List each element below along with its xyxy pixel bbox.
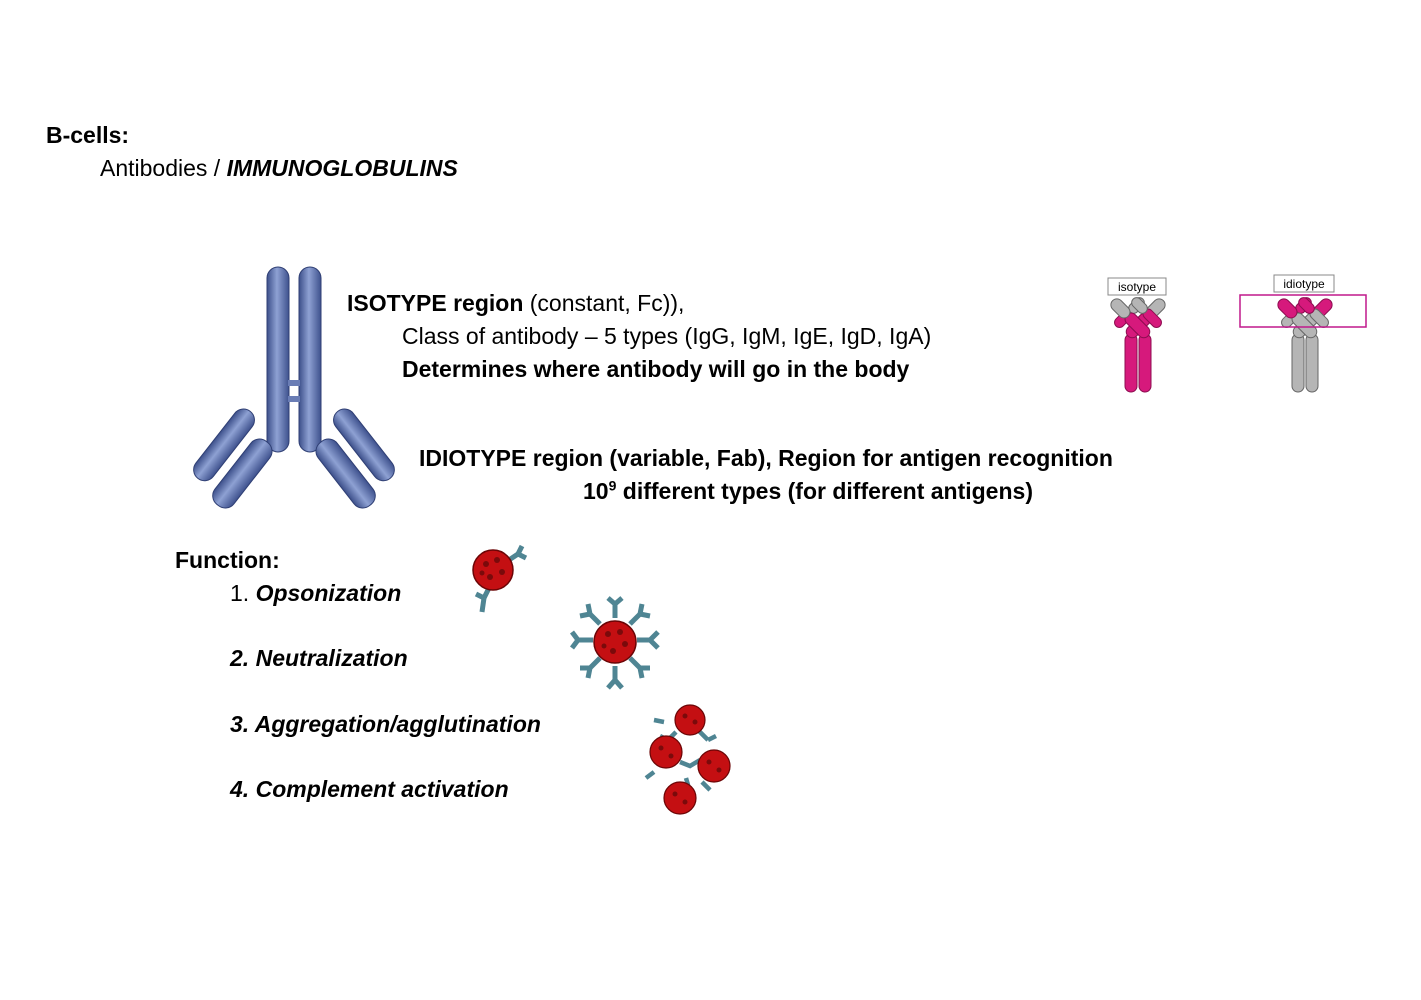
isotype-label: isotype	[1118, 280, 1156, 294]
isotype-title-bold: ISOTYPE region	[347, 290, 524, 316]
isotype-location-line: Determines where antibody will go in the…	[402, 356, 910, 382]
isotype-diagram: isotype	[1107, 277, 1167, 393]
idiotype-diagram: idiotype	[1239, 274, 1367, 393]
function-item-aggregation: 3. Aggregation/agglutination	[230, 711, 541, 738]
isotype-title-rest: (constant, Fc)),	[523, 290, 685, 316]
opsonization-illustration	[472, 544, 528, 613]
neutralization-illustration	[570, 596, 660, 690]
section-heading: B-cells:	[46, 122, 130, 148]
function-title: Function:	[175, 547, 280, 573]
function-item-complement: 4. Complement activation	[230, 776, 509, 803]
idiotype-count-line: 109 different types (for different antig…	[583, 478, 1033, 505]
function-item-label: Complement activation	[255, 776, 509, 802]
function-item-opsonization: 1. Opsonization	[230, 580, 401, 607]
idiotype-count-rest: different types (for different antigens)	[616, 478, 1033, 504]
idiotype-count-base: 10	[583, 478, 609, 504]
idiotype-count-exponent: 9	[608, 477, 617, 494]
aggregation-illustration	[644, 704, 731, 815]
function-item-number: 2.	[230, 645, 256, 671]
function-item-label: Opsonization	[255, 580, 402, 606]
antibody-illustration	[193, 266, 395, 509]
idiotype-label: idiotype	[1283, 277, 1325, 291]
isotype-title: ISOTYPE region (constant, Fc)),	[347, 290, 684, 317]
isotype-class-line: Class of antibody – 5 types (IgG, IgM, I…	[402, 323, 932, 349]
function-item-number: 4.	[230, 776, 256, 802]
subheading-prefix: Antibodies /	[100, 155, 227, 181]
function-item-number: 3.	[230, 711, 255, 737]
function-item-number: 1.	[230, 580, 256, 606]
function-item-label: Aggregation/agglutination	[254, 711, 541, 737]
idiotype-title: IDIOTYPE region (variable, Fab), Region …	[419, 445, 1113, 471]
idiotype-highlight-box	[1239, 294, 1367, 328]
section-subheading: Antibodies / IMMUNOGLOBULINS	[100, 155, 458, 182]
function-item-label: Neutralization	[255, 645, 408, 671]
subheading-emphasis: IMMUNOGLOBULINS	[226, 155, 458, 181]
function-item-neutralization: 2. Neutralization	[230, 645, 408, 672]
